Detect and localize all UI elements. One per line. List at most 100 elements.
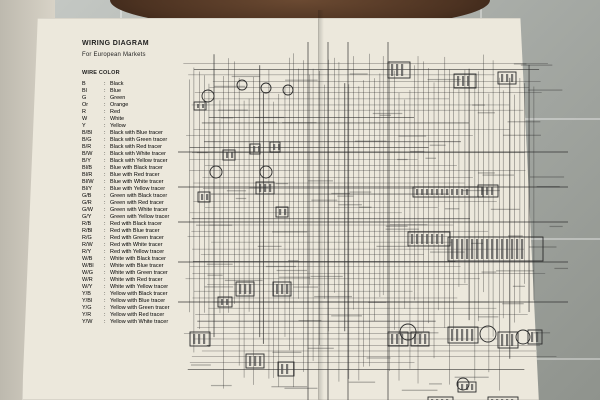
connector-pin	[506, 334, 509, 346]
diagram-component	[245, 353, 265, 369]
text-mark	[430, 251, 465, 253]
legend-separator: :	[104, 157, 106, 164]
connector-pin	[254, 356, 257, 366]
legend-separator: :	[104, 213, 106, 220]
connector-pin	[226, 299, 229, 305]
legend-separator: :	[104, 87, 106, 94]
connector-pin	[471, 329, 474, 341]
connector-pin	[496, 239, 499, 259]
legend-row: Y/G:Yellow with Green tracer	[82, 304, 202, 311]
text-mark	[196, 151, 208, 154]
connector-pin	[401, 334, 404, 344]
connector-pin	[461, 239, 464, 259]
text-mark	[196, 224, 233, 226]
connector-pin	[259, 356, 262, 366]
connector-pin	[501, 334, 504, 346]
connector-pin	[202, 104, 205, 108]
legend-separator: :	[104, 290, 106, 297]
diagram-component	[222, 149, 236, 161]
legend-row: G/W:Green with White tracer	[82, 206, 202, 213]
text-mark	[397, 158, 408, 161]
connector-pin	[431, 234, 434, 244]
connector-pin	[506, 74, 509, 82]
legend-separator: :	[104, 234, 106, 241]
connector-pin	[511, 74, 514, 82]
wire-description: Green with Yellow tracer	[110, 213, 170, 220]
legend-separator: :	[104, 178, 106, 185]
legend-row: Y/B:Yellow with Black tracer	[82, 290, 202, 297]
legend-separator: :	[104, 255, 106, 262]
legend-separator: :	[104, 318, 106, 325]
wire-code: R/G	[82, 234, 92, 241]
legend-row: W/Y:White with Yellow tracer	[82, 283, 202, 290]
text-mark	[331, 192, 351, 195]
text-mark	[249, 187, 269, 189]
connector-pin	[456, 329, 459, 341]
text-mark	[462, 189, 500, 192]
connector-pin	[421, 189, 424, 195]
connector-pin	[506, 239, 509, 259]
diagram-circle-component	[479, 325, 497, 343]
text-mark	[220, 117, 234, 119]
connector-pin	[253, 146, 256, 152]
text-mark	[254, 116, 285, 119]
connector-pin	[451, 189, 454, 195]
wire-code: R/Y	[82, 248, 92, 255]
text-mark	[472, 104, 485, 106]
diagram-components	[189, 61, 568, 400]
legend-row: B/Y:Black with Yellow tracer	[82, 157, 202, 164]
connector-pin	[461, 189, 464, 195]
diagram-component	[427, 396, 454, 400]
diagram-circle-component	[260, 82, 272, 94]
legend-separator: :	[104, 143, 106, 150]
connector-pin	[466, 384, 469, 390]
connector-pin	[466, 239, 469, 259]
wire-code: W	[82, 115, 88, 122]
legend-row: B/R:Black with Red tracer	[82, 143, 202, 150]
legend-separator: :	[104, 185, 106, 192]
text-mark	[400, 332, 439, 334]
text-mark	[368, 301, 387, 303]
legend-row: W/Bl:White with Blue tracer	[82, 262, 202, 269]
wire-code: Or	[82, 101, 89, 108]
wire-description: Yellow	[110, 122, 126, 129]
text-mark	[429, 383, 442, 385]
text-mark	[355, 140, 387, 142]
text-mark	[533, 332, 551, 334]
text-mark	[276, 269, 308, 272]
wire-code: W/R	[82, 276, 93, 283]
wire-description: Green	[110, 94, 126, 101]
wire-description: White	[110, 115, 125, 122]
text-mark	[477, 112, 495, 114]
text-mark	[502, 134, 541, 136]
text-mark	[282, 122, 317, 124]
text-mark	[217, 109, 248, 111]
legend-row: Bl:Blue	[82, 87, 202, 94]
diagram-component	[387, 331, 409, 347]
wire-bundle	[178, 42, 568, 400]
connector-pin	[279, 209, 282, 215]
connector-pin	[201, 194, 204, 200]
connector-pin	[491, 187, 494, 195]
text-mark	[529, 246, 557, 248]
text-mark	[311, 199, 338, 201]
connector-pin	[391, 64, 394, 76]
diagram-component	[277, 361, 295, 377]
diagram-component	[217, 296, 233, 308]
legend-row: W/R:White with Red tracer	[82, 276, 202, 283]
text-mark	[554, 267, 568, 270]
text-mark	[214, 85, 246, 87]
text-mark	[478, 316, 499, 318]
legend-row: R/B:Red with Black tracer	[82, 220, 202, 227]
connector-pin	[456, 239, 459, 259]
legend-separator: :	[104, 108, 106, 115]
connector-pin	[486, 187, 489, 195]
text-mark	[389, 224, 428, 226]
connector-pin	[476, 239, 479, 259]
legend-row: Y:Yellow	[82, 122, 202, 129]
diagram-circle-component	[456, 377, 470, 391]
wire-description: Red with Green tracer	[110, 234, 164, 241]
connector-pin	[284, 209, 287, 215]
wire-description: Blue with White tracer	[110, 178, 164, 185]
connector-pin	[536, 332, 539, 342]
